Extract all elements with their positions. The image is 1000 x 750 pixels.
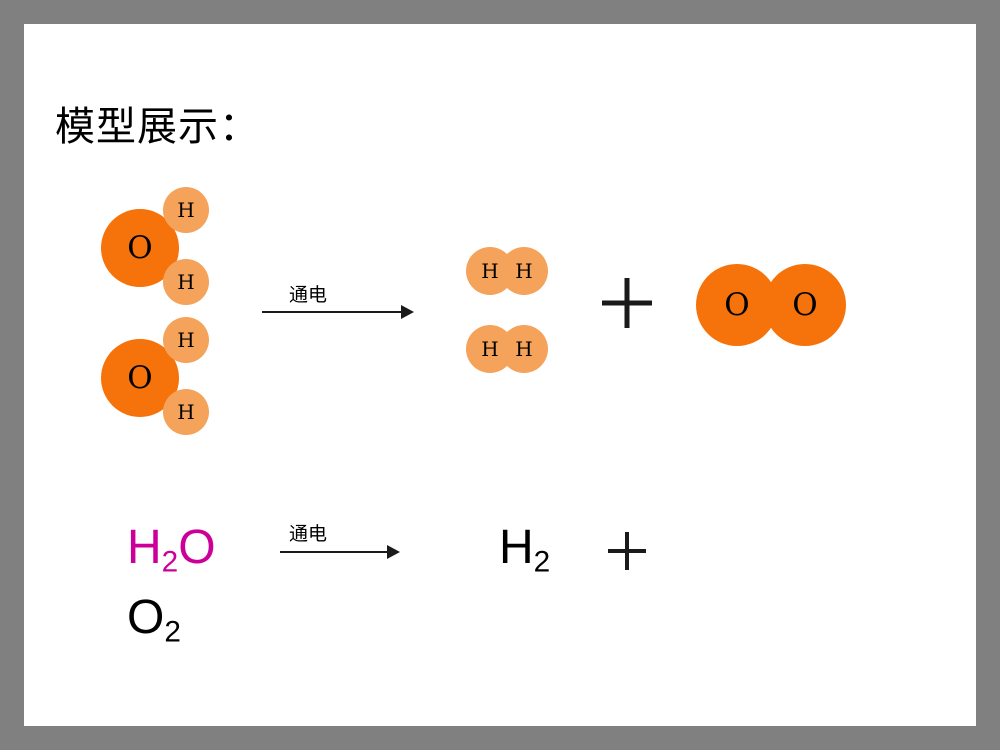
hydrogen-molecule-1: H H	[466, 247, 548, 295]
hydrogen-atom: H	[163, 317, 209, 363]
reaction-arrow-bottom	[280, 544, 400, 560]
oxygen-molecule: O O	[696, 264, 846, 346]
plus-sign-top	[602, 278, 652, 328]
hydrogen-atom: H	[163, 259, 209, 305]
h2-element-h: H	[499, 521, 534, 574]
h2-subscript-2: 2	[533, 545, 551, 579]
arrow-shaft	[280, 551, 390, 553]
oxygen-atom: O	[764, 264, 846, 346]
reaction-condition-label-top: 通电	[289, 284, 328, 306]
page-title: 模型展示：	[55, 104, 260, 150]
o2-subscript-2: 2	[164, 615, 181, 649]
equation-reactant-h2o: H2O	[127, 524, 216, 577]
reaction-condition-label-bottom: 通电	[289, 523, 328, 545]
h2o-element-h: H	[127, 521, 162, 574]
h2o-subscript-2: 2	[161, 545, 179, 579]
reaction-arrow-top	[262, 304, 414, 320]
plus-vertical-bar	[625, 532, 629, 570]
plus-vertical-bar	[624, 278, 630, 328]
water-molecule-1: O H H	[101, 187, 231, 305]
equation-product-o2: O2	[127, 594, 181, 647]
slide-canvas: 模型展示： O H H O H H 通电 H H H H O O H2O	[24, 24, 976, 726]
arrow-head	[387, 545, 400, 559]
equation-product-h2: H2	[499, 524, 550, 577]
o2-element-o: O	[127, 591, 165, 644]
hydrogen-atom: H	[163, 187, 209, 233]
hydrogen-atom: H	[500, 325, 548, 373]
water-molecule-2: O H H	[101, 317, 231, 435]
hydrogen-atom: H	[500, 247, 548, 295]
arrow-head	[401, 305, 414, 319]
plus-sign-bottom	[608, 532, 646, 570]
hydrogen-atom: H	[163, 389, 209, 435]
h2o-element-o: O	[178, 521, 216, 574]
arrow-shaft	[262, 311, 404, 313]
hydrogen-molecule-2: H H	[466, 325, 548, 373]
